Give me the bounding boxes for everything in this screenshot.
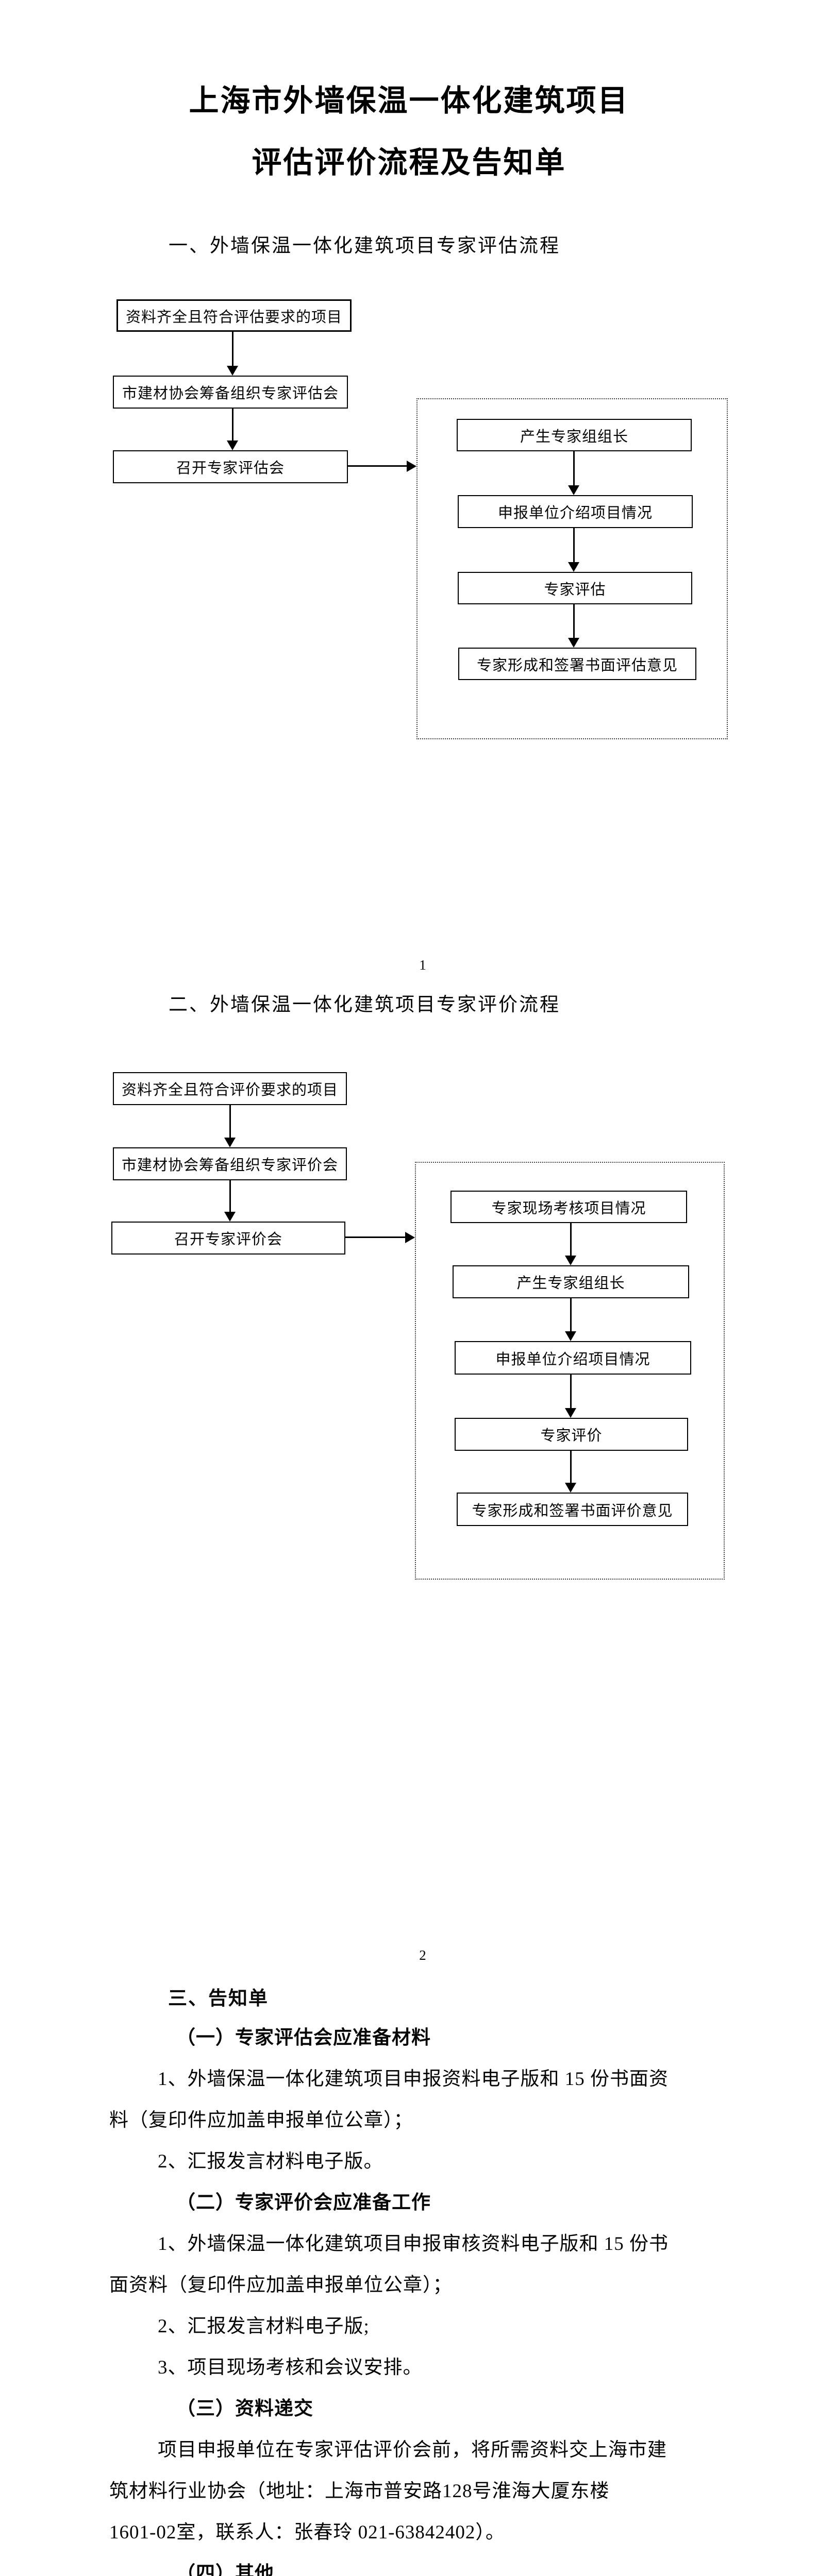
arrow-down-line xyxy=(570,1375,572,1409)
flow2-box-expert-evaluation: 专家评价 xyxy=(455,1418,688,1451)
notice-line: （三）资料递交 xyxy=(176,2398,313,2419)
arrow-right-icon xyxy=(407,461,416,472)
arrow-down-icon xyxy=(227,440,238,450)
arrow-down-icon xyxy=(565,1256,576,1265)
flow1-box-association-organizes: 市建材协会筹备组织专家评估会 xyxy=(113,376,348,409)
notice-line: 2、汇报发言材料电子版; xyxy=(158,2316,370,2337)
arrow-down-line xyxy=(570,1451,572,1483)
notice-line: 料（复印件应加盖申报单位公章）； xyxy=(109,2110,413,2131)
flow1-box-sign-written-opinion: 专家形成和签署书面评估意见 xyxy=(458,648,696,680)
flow2-expert-group-dotted-box xyxy=(415,1162,725,1580)
flow2-box-applicant-introduces: 申报单位介绍项目情况 xyxy=(455,1341,691,1375)
arrow-right-icon xyxy=(405,1232,415,1243)
notice-line: 1、外墙保温一体化建筑项目申报审核资料电子版和 15 份书 xyxy=(158,2233,669,2255)
arrow-down-line xyxy=(573,528,575,563)
flow2-box-hold-meeting: 召开专家评价会 xyxy=(111,1222,345,1255)
notice-line: 3、项目现场考核和会议安排。 xyxy=(158,2357,423,2378)
arrow-down-icon xyxy=(565,1408,576,1418)
notice-line: （一）专家评估会应准备材料 xyxy=(176,2027,431,2048)
arrow-down-icon xyxy=(565,1331,576,1341)
arrow-right-line xyxy=(348,465,407,467)
flow1-box-hold-meeting: 召开专家评估会 xyxy=(113,450,348,483)
arrow-down-line xyxy=(573,451,575,486)
doc-title-line2: 评估评价流程及告知单 xyxy=(252,146,566,179)
arrow-down-line xyxy=(570,1298,572,1332)
arrow-down-line xyxy=(570,1223,572,1256)
doc-title-line1: 上海市外墙保温一体化建筑项目 xyxy=(189,84,629,117)
arrow-down-line xyxy=(232,409,233,441)
flow1-box-applicant-introduces: 申报单位介绍项目情况 xyxy=(458,495,693,528)
notice-line: 项目申报单位在专家评估评价会前，将所需资料交上海市建 xyxy=(158,2439,667,2461)
arrow-down-icon xyxy=(565,1483,576,1493)
arrow-down-line xyxy=(232,332,233,366)
arrow-down-icon xyxy=(227,366,238,376)
flow2-box-select-group-leader: 产生专家组组长 xyxy=(453,1265,689,1298)
section1-heading: 一、外墙保温一体化建筑项目专家评估流程 xyxy=(169,235,560,257)
flow2-box-sign-written-opinion: 专家形成和签署书面评价意见 xyxy=(457,1493,688,1526)
flow1-expert-group-dotted-box xyxy=(416,398,728,739)
page-number-1: 1 xyxy=(419,957,426,973)
notice-line: （四）其他 xyxy=(176,2563,274,2576)
arrow-right-line xyxy=(345,1236,406,1238)
arrow-down-icon xyxy=(224,1138,236,1147)
notice-line: 1、外墙保温一体化建筑项目申报资料电子版和 15 份书面资 xyxy=(158,2069,669,2090)
notice-line: 2、汇报发言材料电子版。 xyxy=(158,2151,383,2172)
page-number-2: 2 xyxy=(419,1947,426,1963)
notice-section-heading: 三、告知单 xyxy=(168,1988,269,2009)
notice-line: 面资料（复印件应加盖申报单位公章）； xyxy=(109,2275,453,2296)
notice-line: （二）专家评价会应准备工作 xyxy=(176,2192,431,2213)
arrow-down-line xyxy=(229,1180,231,1212)
arrow-down-icon xyxy=(568,562,579,572)
notice-line: 筑材料行业协会（地址：上海市普安路128号淮海大厦东楼 xyxy=(109,2481,610,2502)
flow2-box-association-organizes: 市建材协会筹备组织专家评价会 xyxy=(113,1147,347,1180)
arrow-down-icon xyxy=(568,485,579,495)
flow1-box-select-group-leader: 产生专家组组长 xyxy=(457,419,692,451)
flow2-box-materials-complete: 资料齐全且符合评价要求的项目 xyxy=(113,1072,347,1105)
arrow-down-line xyxy=(229,1105,231,1138)
arrow-down-icon xyxy=(568,638,579,648)
flow1-box-materials-complete: 资料齐全且符合评估要求的项目 xyxy=(116,299,352,332)
section2-heading: 二、外墙保温一体化建筑项目专家评价流程 xyxy=(169,994,560,1015)
arrow-down-line xyxy=(573,604,575,638)
flow1-box-expert-assessment: 专家评估 xyxy=(458,572,692,604)
flow2-box-site-inspection: 专家现场考核项目情况 xyxy=(450,1191,687,1223)
arrow-down-icon xyxy=(224,1212,236,1222)
notice-line: 1601-02室，联系人：张春玲 021-63842402）。 xyxy=(109,2522,505,2543)
